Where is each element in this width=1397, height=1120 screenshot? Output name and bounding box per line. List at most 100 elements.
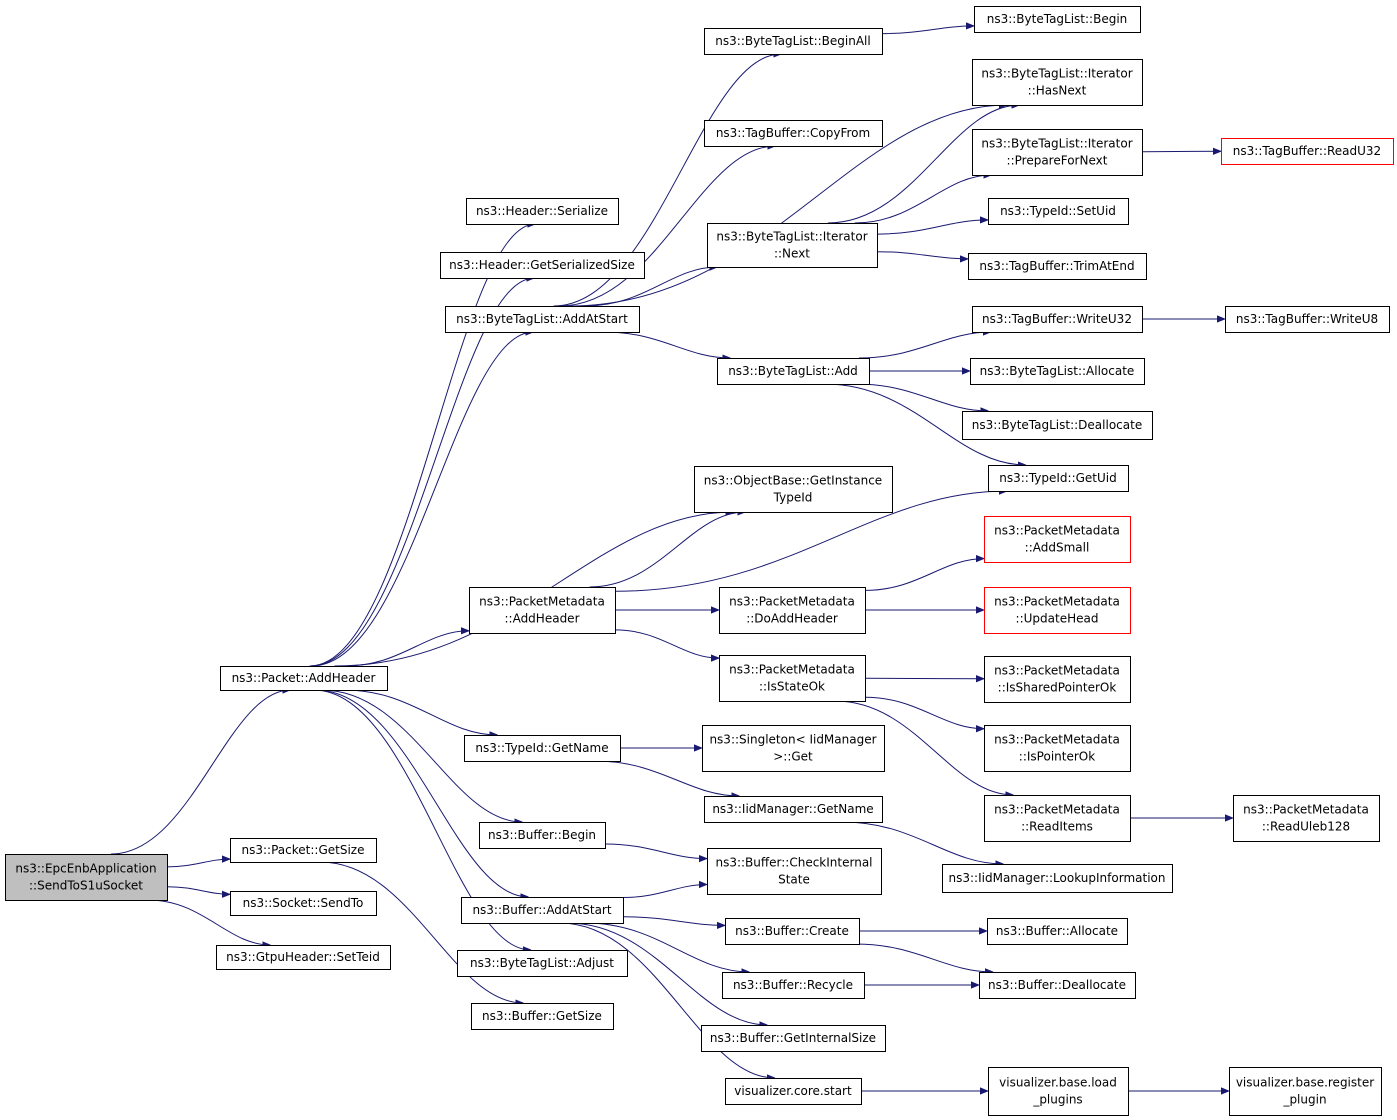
node-btl_deallocate[interactable]: ns3::ByteTagList::Deallocate	[962, 411, 1153, 440]
node-tid_getname[interactable]: ns3::TypeId::GetName	[464, 735, 621, 762]
node-box	[469, 587, 616, 634]
node-epc[interactable]: ns3::EpcEnbApplication::SendToS1uSocket	[5, 854, 168, 901]
node-box	[988, 465, 1129, 492]
node-box	[461, 897, 624, 924]
node-label: ns3::ByteTagList::Iterator	[981, 137, 1132, 151]
edge-btl_add-to-btl_deallocate	[856, 383, 989, 411]
edge-pkt_addheader-to-tid_getname	[344, 689, 497, 735]
node-singleton_get[interactable]: ns3::Singleton< IidManager>::Get	[702, 725, 885, 772]
node-label: >::Get	[773, 750, 813, 764]
edge-pkt_addheader-to-hdr_serialize	[309, 224, 536, 667]
node-label: ns3::TagBuffer::TrimAtEnd	[979, 259, 1134, 273]
edge-btl_addatstart-to-btli_next	[585, 267, 718, 307]
edge-pm_doaddheader-to-pm_addsmall	[864, 559, 984, 591]
node-btl_begin[interactable]: ns3::ByteTagList::Begin	[974, 6, 1141, 33]
edge-buf_addatstart-to-buf_checkinternal	[622, 885, 707, 898]
node-tb_trimatend[interactable]: ns3::TagBuffer::TrimAtEnd	[968, 253, 1147, 280]
node-tb_copyfrom[interactable]: ns3::TagBuffer::CopyFrom	[704, 120, 883, 147]
node-label: ns3::ByteTagList::Iterator	[716, 230, 867, 244]
node-buf_getinternalsize[interactable]: ns3::Buffer::GetInternalSize	[701, 1025, 886, 1052]
node-box	[694, 466, 893, 513]
node-pm_updatehead[interactable]: ns3::PacketMetadata::UpdateHead	[984, 587, 1131, 634]
node-box	[725, 918, 860, 945]
node-tb_readu32[interactable]: ns3::TagBuffer::ReadU32	[1221, 138, 1394, 165]
node-box	[984, 795, 1131, 842]
node-tb_writeu32[interactable]: ns3::TagBuffer::WriteU32	[972, 306, 1143, 333]
node-label: ns3::Packet::GetSize	[242, 843, 365, 857]
node-buf_deallocate[interactable]: ns3::Buffer::Deallocate	[979, 972, 1136, 999]
edge-epc-to-pkt_addheader	[111, 690, 290, 855]
edge-pkt_addheader-to-buf_begin	[321, 689, 523, 822]
node-box	[968, 253, 1147, 280]
node-btl_adjust[interactable]: ns3::ByteTagList::Adjust	[457, 950, 628, 977]
edge-btl_add-to-tb_writeu32	[858, 332, 991, 359]
node-viz_core_start[interactable]: visualizer.core.start	[725, 1078, 862, 1105]
node-viz_base_load[interactable]: visualizer.base.load_plugins	[988, 1067, 1129, 1116]
node-buf_recycle[interactable]: ns3::Buffer::Recycle	[722, 972, 865, 999]
node-box	[974, 6, 1141, 33]
node-box	[220, 666, 388, 691]
node-label: ::AddHeader	[504, 612, 579, 626]
node-btl_beginall[interactable]: ns3::ByteTagList::BeginAll	[704, 28, 883, 55]
edge-btli_next-to-btli_hasnext	[827, 105, 1020, 224]
node-btli_next[interactable]: ns3::ByteTagList::Iterator::Next	[707, 223, 878, 268]
edge-pm_addheader-to-ob_getinst	[589, 512, 746, 588]
node-label: ns3::Header::Serialize	[476, 204, 608, 218]
node-label: visualizer.base.register	[1236, 1076, 1374, 1090]
node-box	[704, 796, 883, 823]
node-iid_lookup[interactable]: ns3::IidManager::LookupInformation	[942, 864, 1173, 893]
node-label: ::UpdateHead	[1016, 612, 1099, 626]
node-buf_begin[interactable]: ns3::Buffer::Begin	[479, 822, 606, 849]
node-box	[725, 1078, 862, 1105]
node-box	[707, 848, 882, 895]
node-buf_addatstart[interactable]: ns3::Buffer::AddAtStart	[461, 897, 624, 924]
node-label: ns3::PacketMetadata	[1243, 803, 1369, 817]
node-pm_isstateok[interactable]: ns3::PacketMetadata::IsStateOk	[719, 655, 866, 702]
node-box	[988, 198, 1129, 225]
node-label: ::IsSharedPointerOk	[998, 681, 1117, 695]
node-label: ns3::TagBuffer::WriteU8	[1236, 312, 1378, 326]
node-buf_create[interactable]: ns3::Buffer::Create	[725, 918, 860, 945]
node-pm_isptrok[interactable]: ns3::PacketMetadata::IsPointerOk	[984, 725, 1131, 772]
node-label: ns3::ByteTagList::Add	[728, 364, 858, 378]
node-label: ns3::GtpuHeader::SetTeid	[226, 950, 380, 964]
node-pm_addsmall[interactable]: ns3::PacketMetadata::AddSmall	[984, 516, 1131, 563]
node-pm_doaddheader[interactable]: ns3::PacketMetadata::DoAddHeader	[719, 587, 866, 634]
node-buf_getsize[interactable]: ns3::Buffer::GetSize	[471, 1003, 614, 1030]
node-box	[717, 358, 870, 385]
node-box	[979, 972, 1136, 999]
edge-btl_addatstart-to-btl_add	[604, 331, 731, 358]
node-tid_getuid[interactable]: ns3::TypeId::GetUid	[988, 465, 1129, 492]
node-hdr_serialize[interactable]: ns3::Header::Serialize	[466, 198, 619, 225]
node-pm_addheader[interactable]: ns3::PacketMetadata::AddHeader	[469, 587, 616, 634]
node-btli_hasnext[interactable]: ns3::ByteTagList::Iterator::HasNext	[972, 59, 1143, 106]
node-box	[1225, 306, 1390, 333]
edge-btl_beginall-to-btl_begin	[881, 26, 974, 35]
edge-epc-to-gtpu_setteid	[148, 899, 270, 945]
node-btli_prepare[interactable]: ns3::ByteTagList::Iterator::PrepareForNe…	[972, 129, 1143, 176]
node-btl_add[interactable]: ns3::ByteTagList::Add	[717, 358, 870, 385]
node-label: ns3::TypeId::GetName	[475, 741, 608, 755]
node-pm_readuleb[interactable]: ns3::PacketMetadata::ReadUleb128	[1233, 795, 1380, 842]
node-viz_base_register[interactable]: visualizer.base.register_plugin	[1229, 1067, 1382, 1116]
node-pm_readitems[interactable]: ns3::PacketMetadata::ReadItems	[984, 795, 1131, 842]
node-box	[970, 358, 1145, 385]
node-btl_allocate[interactable]: ns3::ByteTagList::Allocate	[970, 358, 1145, 385]
node-box	[719, 655, 866, 702]
node-buf_allocate[interactable]: ns3::Buffer::Allocate	[987, 918, 1128, 945]
node-pkt_getsize[interactable]: ns3::Packet::GetSize	[230, 838, 377, 863]
node-box	[984, 725, 1131, 772]
node-sock_sendto[interactable]: ns3::Socket::SendTo	[230, 891, 377, 916]
node-gtpu_setteid[interactable]: ns3::GtpuHeader::SetTeid	[216, 945, 391, 970]
edge-buf_create-to-buf_deallocate	[855, 943, 993, 972]
node-pkt_addheader[interactable]: ns3::Packet::AddHeader	[220, 666, 388, 691]
node-hdr_getser[interactable]: ns3::Header::GetSerializedSize	[440, 252, 645, 279]
node-pm_issharedptr[interactable]: ns3::PacketMetadata::IsSharedPointerOk	[984, 656, 1131, 703]
node-tb_writeu8[interactable]: ns3::TagBuffer::WriteU8	[1225, 306, 1390, 333]
node-tid_setuid[interactable]: ns3::TypeId::SetUid	[988, 198, 1129, 225]
node-iid_getname[interactable]: ns3::IidManager::GetName	[704, 796, 883, 823]
node-btl_addatstart[interactable]: ns3::ByteTagList::AddAtStart	[445, 306, 640, 333]
node-box	[942, 864, 1173, 893]
